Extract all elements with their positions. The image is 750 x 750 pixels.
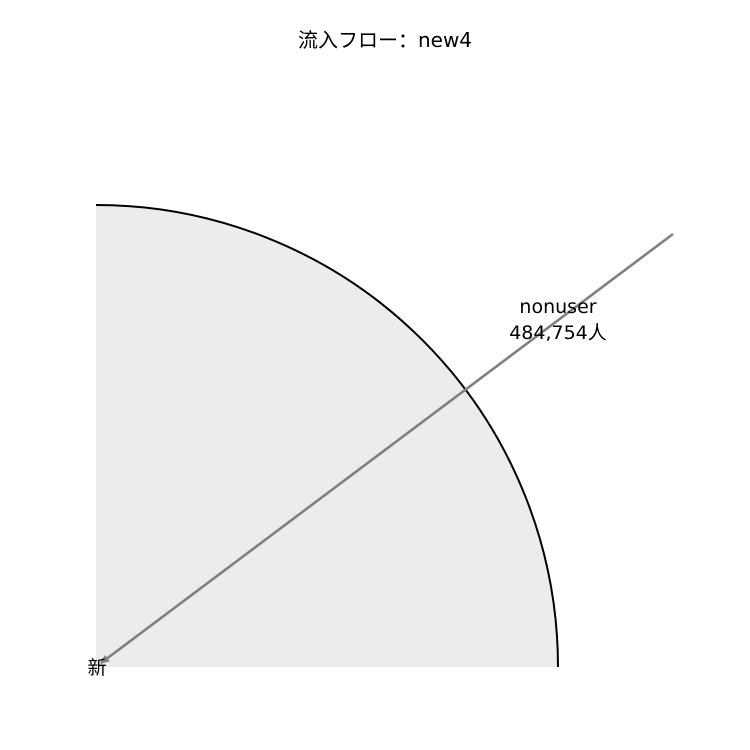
target-node-label: 新 xyxy=(87,657,106,679)
flow-value-label: 484,754人 xyxy=(509,322,607,344)
target-region-arc xyxy=(95,204,559,668)
flow-arrow-nonuser xyxy=(100,232,674,665)
flow-source-label: nonuser xyxy=(519,296,596,318)
chart-title: 流入フロー：new4 xyxy=(298,28,472,52)
target-region xyxy=(96,205,558,667)
flows-layer: nonuser 484,754人 xyxy=(100,232,674,665)
